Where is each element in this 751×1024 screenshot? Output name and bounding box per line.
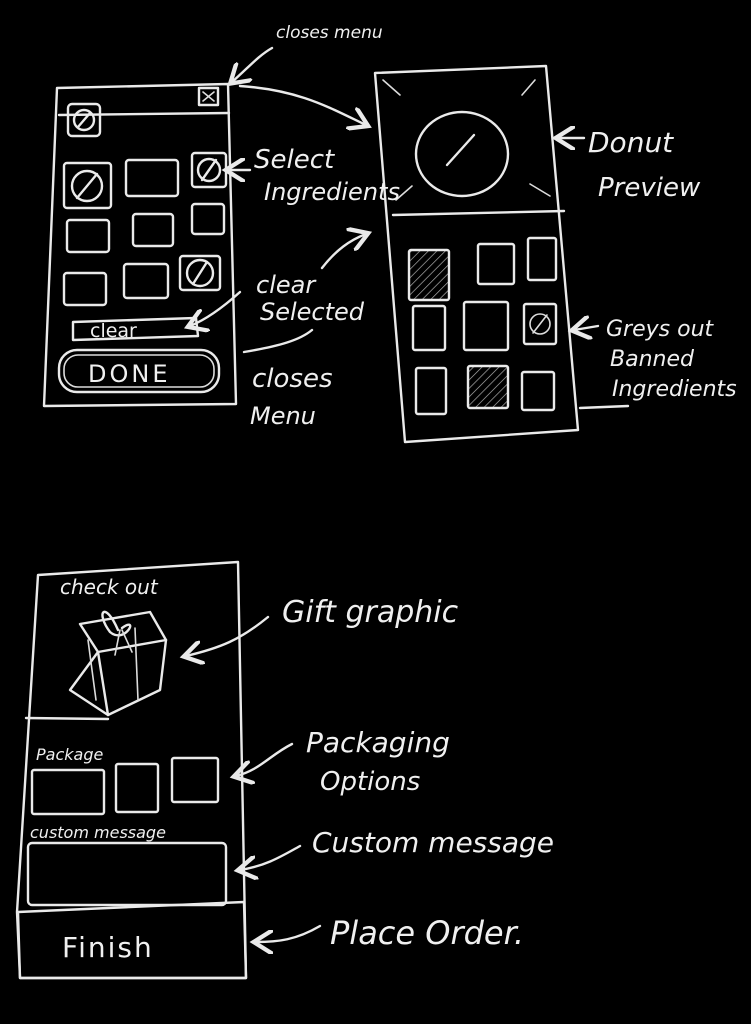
package-option[interactable] bbox=[30, 768, 106, 816]
ingredient-tile[interactable] bbox=[462, 300, 510, 352]
ingredient-tile[interactable] bbox=[526, 236, 558, 282]
donut-preview-frame bbox=[373, 64, 580, 444]
note-closes-menu-bottom-2: Menu bbox=[250, 402, 316, 430]
ingredient-tile[interactable] bbox=[122, 262, 170, 300]
note-gift-graphic: Gift graphic bbox=[282, 595, 459, 630]
custom-message-label: custom message bbox=[30, 823, 166, 842]
ingredient-tile[interactable] bbox=[411, 304, 447, 352]
ingredient-tile-selected[interactable] bbox=[178, 254, 222, 292]
donut-preview-screen bbox=[373, 64, 580, 444]
ingredient-tile[interactable] bbox=[65, 218, 111, 254]
note-select-ingredients-2: Ingredients bbox=[264, 178, 400, 206]
note-closes-menu-top: closes menu bbox=[276, 23, 383, 43]
menu-close-icon[interactable] bbox=[197, 86, 220, 107]
note-greys-out-1: Greys out bbox=[606, 317, 715, 342]
ingredient-tile[interactable] bbox=[62, 271, 108, 307]
note-greys-out-2: Banned bbox=[610, 347, 695, 372]
done-button[interactable]: DONE bbox=[57, 348, 221, 394]
preview-ingredient-grid bbox=[407, 236, 558, 416]
custom-message-input[interactable] bbox=[26, 841, 228, 907]
checkout-screen: check out Package custom message Finish bbox=[15, 560, 248, 980]
package-option[interactable] bbox=[114, 762, 160, 814]
donut-icon bbox=[414, 110, 510, 198]
note-packaging-options-2: Options bbox=[320, 767, 420, 797]
note-place-order: Place Order. bbox=[330, 914, 524, 952]
ingredient-tile-banned bbox=[407, 248, 451, 302]
ingredient-tile[interactable] bbox=[414, 366, 448, 416]
note-greys-out-3: Ingredients bbox=[612, 377, 737, 402]
checkout-title: check out bbox=[60, 575, 159, 599]
annotation-arrows bbox=[186, 46, 630, 942]
note-closes-menu-bottom-1: closes bbox=[252, 364, 333, 394]
donut-preview-area bbox=[382, 79, 566, 217]
ingredient-tile[interactable] bbox=[520, 370, 556, 412]
note-packaging-options-1: Packaging bbox=[306, 726, 450, 759]
packaging-options bbox=[30, 756, 220, 816]
menu-ban-icon bbox=[66, 102, 102, 138]
ingredient-menu-frame bbox=[42, 82, 238, 408]
finish-button[interactable]: Finish bbox=[16, 900, 248, 980]
package-label: Package bbox=[36, 745, 103, 764]
menu-header-divider bbox=[57, 111, 231, 117]
note-donut-preview-2: Preview bbox=[598, 173, 701, 203]
annotation-labels: closes menu Select Ingredients clear Sel… bbox=[250, 23, 737, 952]
finish-button-label: Finish bbox=[62, 931, 154, 964]
ingredient-tile-banned bbox=[522, 302, 558, 346]
note-clear-selected-2: Selected bbox=[260, 298, 365, 326]
ingredient-tile[interactable] bbox=[190, 202, 226, 236]
ingredient-tile-banned bbox=[466, 364, 510, 410]
done-button-label: DONE bbox=[88, 360, 171, 388]
note-donut-preview-1: Donut bbox=[588, 126, 674, 159]
package-option[interactable] bbox=[170, 756, 220, 804]
ingredient-tile[interactable] bbox=[476, 242, 516, 286]
ingredient-grid bbox=[62, 151, 228, 307]
note-custom-message: Custom message bbox=[312, 826, 554, 859]
ingredient-tile-selected[interactable] bbox=[190, 151, 228, 189]
ingredient-tile-selected[interactable] bbox=[62, 161, 113, 210]
gift-divider bbox=[24, 716, 110, 721]
gift-graphic-icon bbox=[68, 610, 168, 717]
ingredient-tile[interactable] bbox=[124, 158, 180, 198]
preview-divider bbox=[391, 209, 566, 217]
clear-button-label: clear bbox=[90, 320, 137, 342]
note-select-ingredients-1: Select bbox=[254, 145, 335, 175]
ingredient-tile[interactable] bbox=[131, 212, 175, 248]
note-clear-selected-1: clear bbox=[256, 271, 317, 299]
clear-button[interactable]: clear bbox=[71, 316, 200, 342]
ingredient-menu-screen: clear DONE bbox=[42, 82, 238, 408]
